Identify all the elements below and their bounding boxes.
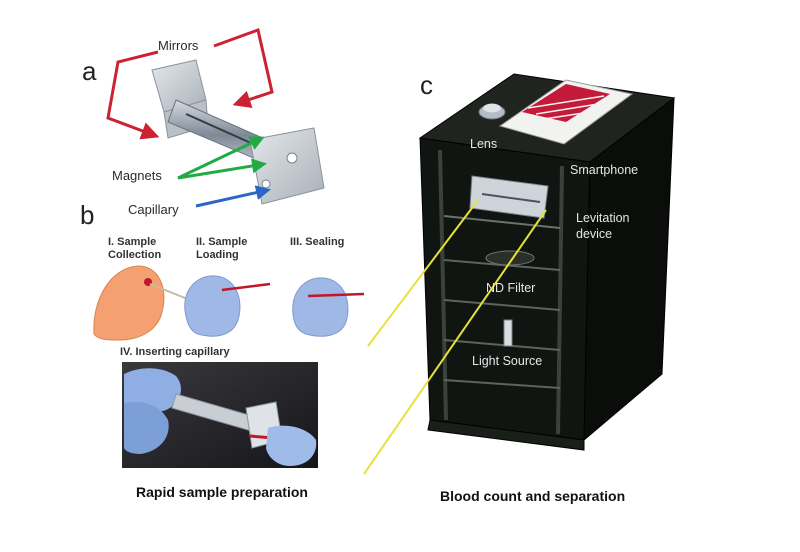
sealed-capillary — [307, 292, 365, 298]
capillary-label: Capillary — [128, 202, 179, 217]
step1-line1: I. Sample — [108, 236, 157, 248]
step2-glove-illustration — [184, 275, 271, 337]
mirror-arrow-left — [106, 50, 160, 140]
levitation-line1: Levitation — [576, 211, 630, 225]
levitation-device-label: Levitation device — [576, 210, 630, 242]
panel-letter-c: c — [420, 70, 433, 100]
step4-label: IV. Inserting capillary — [120, 346, 230, 358]
mirrors-label: Mirrors — [158, 38, 199, 53]
panel-c-device — [418, 73, 676, 451]
magnets-label: Magnets — [112, 168, 162, 183]
step1-line2: Collection — [108, 249, 162, 261]
pointer-line-lower — [363, 209, 547, 475]
step3-glove-illustration — [292, 277, 365, 337]
capillary-arrow — [195, 185, 271, 208]
step2-label: II. Sample Loading — [196, 236, 247, 262]
screw-hole — [286, 152, 298, 164]
magnet-arrow-1 — [177, 136, 265, 180]
pointer-line-upper — [367, 199, 479, 347]
loaded-capillary — [221, 282, 271, 292]
capillary-tube — [149, 283, 191, 301]
panel-a-device — [106, 28, 325, 208]
smartphone-stripes — [522, 84, 610, 122]
light-source-label: Light Source — [472, 354, 543, 368]
step1-finger-illustration — [93, 265, 191, 341]
smartphone-label: Smartphone — [570, 163, 639, 177]
panel-letter-b: b — [80, 200, 95, 230]
device-side — [583, 96, 675, 442]
panel-b-caption: Rapid sample preparation — [136, 484, 308, 500]
levitation-line2: device — [576, 227, 613, 241]
step2-line1: II. Sample — [196, 236, 248, 248]
step4-photo — [122, 362, 318, 468]
step3-label: III. Sealing — [290, 236, 345, 248]
mirror-arrow-right — [213, 28, 274, 108]
nd-filter-disc — [485, 250, 535, 266]
light-source-led — [503, 319, 513, 347]
lens-label: Lens — [470, 137, 498, 151]
step1-label: I. Sample Collection — [108, 236, 161, 262]
magnet-arrow-2 — [177, 158, 267, 180]
panel-letter-a: a — [82, 56, 97, 86]
panel-c-caption: Blood count and separation — [440, 488, 626, 504]
nd-filter-label: ND Filter — [486, 281, 536, 295]
step2-line2: Loading — [196, 249, 239, 261]
